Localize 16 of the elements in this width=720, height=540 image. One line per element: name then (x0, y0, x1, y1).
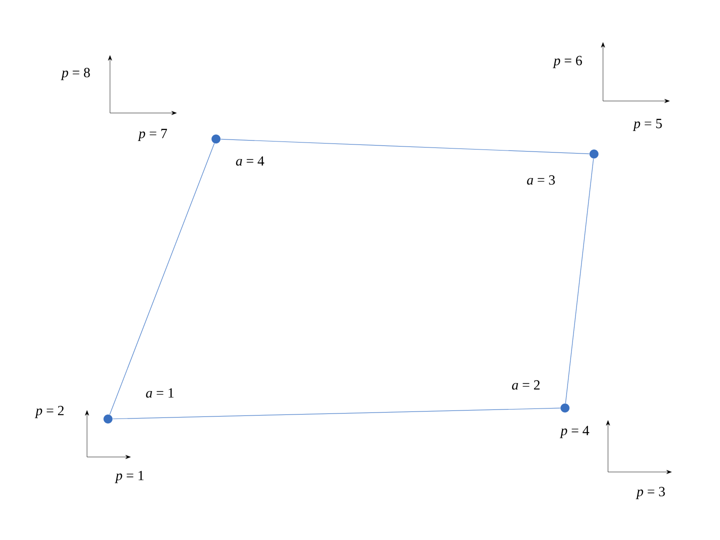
point-label: a = 3 (527, 175, 555, 185)
polygon-side (220, 138, 590, 154)
point-dot (590, 150, 598, 158)
polygon-side (112, 408, 561, 420)
point-label: a = 1 (146, 388, 174, 398)
polygon-side (565, 158, 594, 404)
point-label: a = 4 (236, 156, 264, 166)
point-dot (104, 414, 112, 424)
direction-label: p = 3 (636, 486, 665, 500)
direction-label: p = 1 (114, 470, 144, 484)
direction-label: p = 6 (552, 56, 582, 68)
point-label: a = 2 (512, 380, 540, 390)
point-dot (560, 404, 570, 412)
polygon-side (109, 143, 215, 415)
direction-label: p = 8 (60, 68, 90, 80)
point-dot (212, 134, 220, 144)
